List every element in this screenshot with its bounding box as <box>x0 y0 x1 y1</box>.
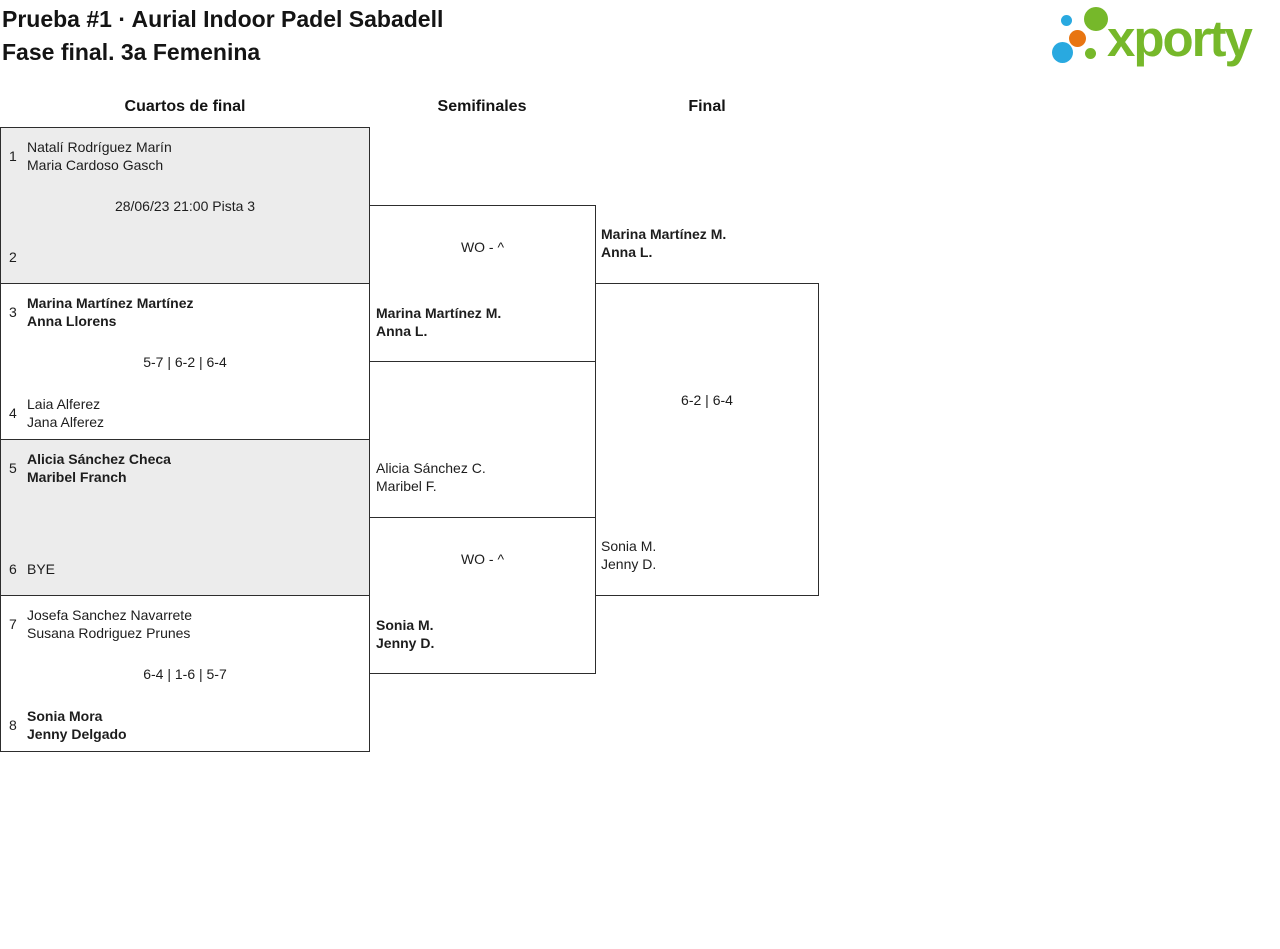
player-name: Marina Martínez Martínez <box>27 295 194 311</box>
seed-number: 5 <box>9 460 17 476</box>
seed-number: 3 <box>9 304 17 320</box>
participant-slot: 6 BYE <box>9 551 55 587</box>
participant-slot: 3 Marina Martínez Martínez Anna Llorens <box>9 294 193 330</box>
round-header-semifinales: Semifinales <box>437 98 527 115</box>
match-box-qf-3: 5 Alicia Sánchez Checa Maribel Franch 6 … <box>0 439 370 596</box>
player-name: Jenny Delgado <box>27 726 127 742</box>
participant-names: Alicia Sánchez Checa Maribel Franch <box>27 450 171 486</box>
match-box-qf-2: 3 Marina Martínez Martínez Anna Llorens … <box>0 283 370 440</box>
seed-number: 8 <box>9 717 17 733</box>
match-box-sf-2: WO - ^ <box>369 517 596 674</box>
match-score-walkover: WO - ^ <box>460 551 505 567</box>
seed-number: 2 <box>9 249 17 265</box>
player-name: Jenny D. <box>601 556 657 572</box>
seed-number: 7 <box>9 616 17 632</box>
match-box-final: 6-2 | 6-4 <box>595 283 819 596</box>
match-score: 6-4 | 1-6 | 5-7 <box>143 665 227 682</box>
participant-names: Laia Alferez Jana Alferez <box>27 395 104 431</box>
participant-slot: 8 Sonia Mora Jenny Delgado <box>9 707 127 743</box>
participant-slot: 7 Josefa Sanchez Navarrete Susana Rodrig… <box>9 606 192 642</box>
player-name: Anna L. <box>376 323 428 339</box>
player-name: Maribel Franch <box>27 469 127 485</box>
participant-names: Natalí Rodríguez Marín Maria Cardoso Gas… <box>27 138 172 174</box>
player-name: Sonia M. <box>376 617 434 633</box>
match-score: 5-7 | 6-2 | 6-4 <box>143 353 227 370</box>
round-header-cuartos: Cuartos de final <box>124 98 246 115</box>
player-name: Josefa Sanchez Navarrete <box>27 607 192 623</box>
player-name: Marina Martínez M. <box>376 305 502 321</box>
match-box-sf-1: WO - ^ <box>369 205 596 362</box>
player-name: Marina Martínez M. <box>601 226 727 242</box>
player-name: Maria Cardoso Gasch <box>27 157 164 173</box>
player-name: Susana Rodriguez Prunes <box>27 625 191 641</box>
player-name: Jana Alferez <box>27 414 105 430</box>
participant-slot: 2 <box>9 239 27 275</box>
player-name: Laia Alferez <box>27 396 101 412</box>
final-pair-bottom: Sonia M. Jenny D. <box>601 537 656 573</box>
match-score-walkover: WO - ^ <box>460 239 505 255</box>
round-header-final: Final <box>688 98 726 115</box>
player-name: Maribel F. <box>376 478 437 494</box>
logo-dot-green-small-icon <box>1085 48 1096 59</box>
player-name: Anna L. <box>601 244 653 260</box>
match-box-qf-1: 1 Natalí Rodríguez Marín Maria Cardoso G… <box>0 127 370 284</box>
player-name: Jenny D. <box>376 635 435 651</box>
seed-number: 6 <box>9 561 17 577</box>
player-name: Natalí Rodríguez Marín <box>27 139 172 155</box>
participant-slot: 5 Alicia Sánchez Checa Maribel Franch <box>9 450 171 486</box>
logo-dot-blue-small-icon <box>1061 15 1072 26</box>
match-schedule: 28/06/23 21:00 Pista 3 <box>114 197 256 214</box>
participant-names: BYE <box>27 551 55 587</box>
participant-slot: 4 Laia Alferez Jana Alferez <box>9 395 104 431</box>
player-name: Sonia Mora <box>27 708 103 724</box>
page-header: Prueba #1 · Aurial Indoor Padel Sabadell… <box>2 3 443 69</box>
player-name: Anna Llorens <box>27 313 117 329</box>
participant-names: Marina Martínez Martínez Anna Llorens <box>27 294 193 330</box>
tournament-title: Prueba #1 · Aurial Indoor Padel Sabadell <box>2 6 444 32</box>
phase-subtitle: Fase final. 3a Femenina <box>2 39 261 65</box>
advancing-pair-sf1-winner: Marina Martínez M. Anna L. <box>376 304 501 340</box>
player-name: Alicia Sánchez C. <box>376 460 486 476</box>
xporty-logo-wordmark: xporty <box>1107 10 1253 67</box>
player-name: BYE <box>27 561 56 577</box>
player-name: Alicia Sánchez Checa <box>27 451 171 467</box>
seed-number: 1 <box>9 148 17 164</box>
seed-number: 4 <box>9 405 17 421</box>
participant-names: Josefa Sanchez Navarrete Susana Rodrigue… <box>27 606 192 642</box>
logo-dot-green-large-icon <box>1084 7 1108 31</box>
player-name: Sonia M. <box>601 538 657 554</box>
xporty-logo: xporty <box>1045 5 1275 71</box>
logo-dot-blue-large-icon <box>1052 42 1073 63</box>
match-box-qf-4: 7 Josefa Sanchez Navarrete Susana Rodrig… <box>0 595 370 752</box>
participant-names: Sonia Mora Jenny Delgado <box>27 707 127 743</box>
final-pair-top: Marina Martínez M. Anna L. <box>601 225 726 261</box>
logo-dot-orange-icon <box>1069 30 1086 47</box>
participant-slot: 1 Natalí Rodríguez Marín Maria Cardoso G… <box>9 138 172 174</box>
advancing-pair-sf2-top: Alicia Sánchez C. Maribel F. <box>376 459 486 495</box>
match-score: 6-2 | 6-4 <box>681 392 733 408</box>
advancing-pair-sf2-winner: Sonia M. Jenny D. <box>376 616 434 652</box>
